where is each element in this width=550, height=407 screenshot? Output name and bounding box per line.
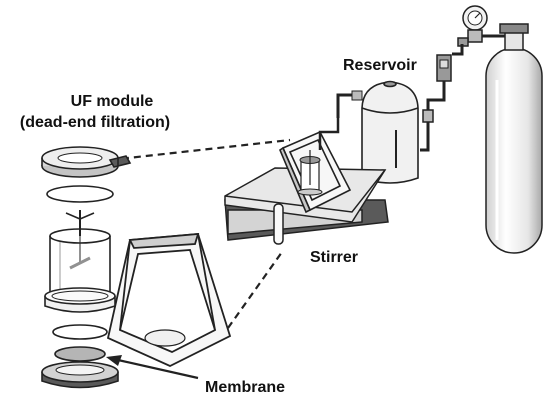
- cylinder-body: [485, 47, 543, 254]
- reservoir: [336, 80, 419, 184]
- arrow-head-icon: [106, 355, 122, 366]
- dashed-line-top: [109, 138, 291, 162]
- dashed-line-bottom: [227, 251, 283, 329]
- label-reservoir: Reservoir: [343, 57, 417, 74]
- label-stirrer: Stirrer: [310, 249, 358, 266]
- label-dead-end-filtration: (dead-end filtration): [20, 114, 170, 131]
- membrane-arrow: [106, 355, 199, 380]
- label-membrane: Membrane: [205, 379, 285, 396]
- label-uf-module: UF module: [71, 93, 154, 110]
- regulator-body: [467, 29, 483, 43]
- cylinder-valve: [499, 23, 529, 34]
- gas-line: [420, 54, 452, 152]
- uf-module-exploded: [41, 146, 132, 389]
- sample-vial: [273, 203, 284, 245]
- stirrer-cabinet: [279, 118, 352, 214]
- membrane-disc: [54, 346, 106, 362]
- gas-cylinder: [485, 23, 543, 254]
- module-bottom-plate: [41, 361, 119, 389]
- module-lid: [41, 146, 132, 178]
- pressure-regulator: [452, 5, 505, 56]
- dashed-connector-lines: [109, 138, 291, 329]
- diagram-labels: UF module (dead-end filtration) Reservoi…: [20, 57, 417, 396]
- module-base-ring: [44, 287, 116, 313]
- module-enclosure-frame: [106, 232, 232, 367]
- module-o-ring-bottom: [52, 324, 108, 340]
- module-o-ring-top: [46, 185, 114, 203]
